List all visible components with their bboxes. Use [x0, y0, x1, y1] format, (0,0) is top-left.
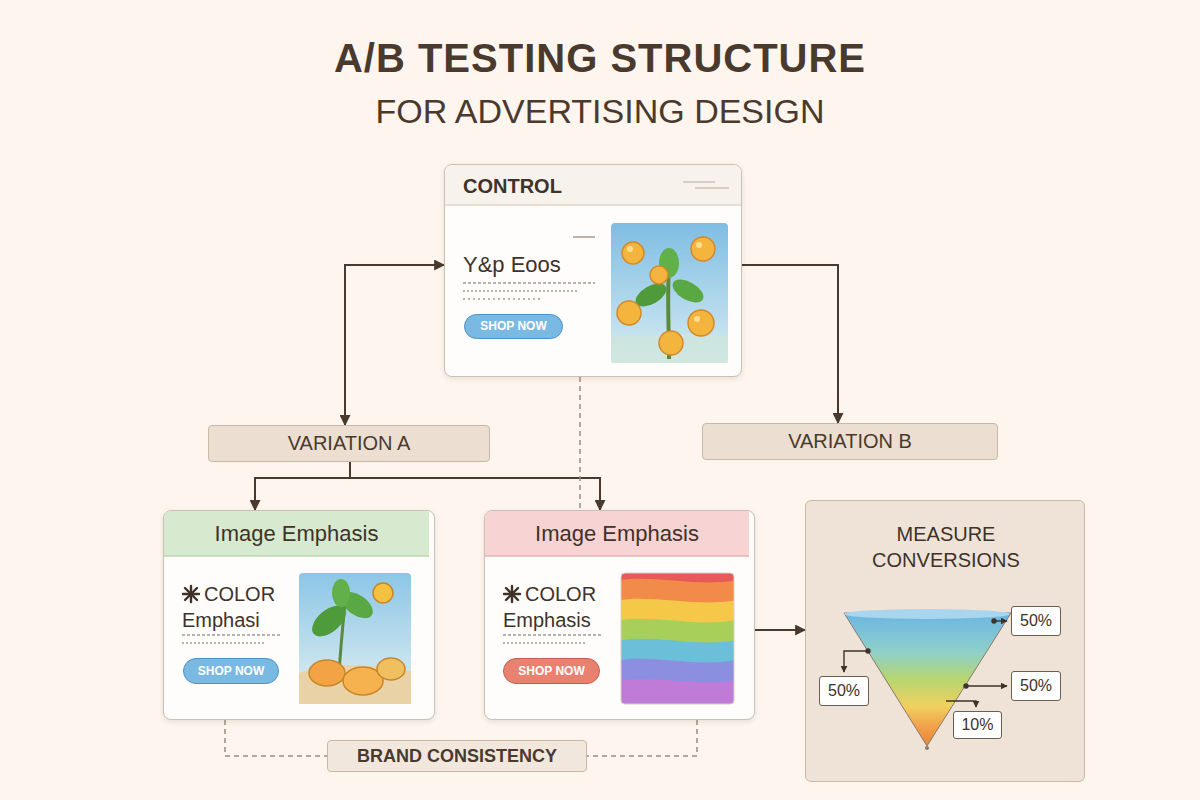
funnel-shape	[844, 609, 1011, 750]
box-heading: 50%	[1020, 611, 1052, 631]
box-heading: VARIATION B	[788, 429, 912, 454]
brand-consistency-box: BRAND CONSISTENCY	[327, 740, 587, 772]
box-body-text: COLOR Emphasis	[503, 581, 615, 633]
box-heading: Image Emphasis	[485, 520, 749, 548]
box-heading: VARIATION A	[288, 431, 411, 456]
title: A/B TESTING STRUCTURE	[0, 36, 1200, 81]
percent-box: 10%	[953, 711, 1002, 739]
subtitle: FOR ADVERTISING DESIGN	[0, 92, 1200, 131]
box-heading: BRAND CONSISTENCY	[357, 745, 557, 768]
rainbow-picture	[616, 573, 741, 713]
variation-label: VARIATION A	[208, 425, 490, 462]
box-heading: SHOP NOW	[480, 319, 546, 334]
arrow-connector	[742, 265, 838, 423]
percent-box: 50%	[819, 676, 869, 706]
percent-box: 50%	[1011, 606, 1061, 636]
arrow-connector	[755, 629, 805, 631]
dashed-connector	[225, 720, 327, 756]
measure-panel: MEASURE CONVERSIONS 50% 50% 50% 10%	[805, 500, 1085, 782]
box-heading: Image Emphasis	[164, 520, 429, 548]
plant-picture	[611, 223, 728, 363]
header-band	[164, 511, 429, 556]
text-placeholder-lines	[182, 635, 282, 643]
cta-button: SHOP NOW	[183, 658, 279, 684]
control-card: CONTROL Y&p EoosSHOP NOW	[444, 164, 742, 377]
box-heading: SHOP NOW	[198, 664, 264, 679]
box-heading: 50%	[1020, 676, 1052, 696]
variation-card: Image EmphasisCOLOR EmphasisSHOP NOW	[484, 510, 755, 720]
header-band	[485, 511, 749, 556]
dashed-connector	[587, 720, 697, 756]
box-heading: 10%	[961, 715, 993, 735]
box-heading: MEASURE CONVERSIONS	[846, 521, 1046, 573]
variation-card: Image EmphasisCOLOR EmphasiSHOP NOW	[163, 510, 435, 720]
arrow-connector	[345, 265, 444, 425]
header-band	[445, 165, 742, 205]
box-heading: CONTROL	[463, 174, 562, 199]
sparkle-icon	[183, 586, 199, 602]
percent-box: 50%	[1011, 671, 1061, 701]
box-body-text: Y&p Eoos	[463, 251, 561, 279]
sparkle-icon	[504, 586, 520, 602]
potato-plant-picture	[299, 573, 411, 704]
cta-button: SHOP NOW	[464, 314, 563, 339]
text-placeholder-lines	[463, 237, 595, 299]
box-heading: 50%	[828, 681, 860, 701]
dashed-connector	[579, 377, 581, 510]
cta-button: SHOP NOW	[503, 658, 600, 684]
variation-label: VARIATION B	[702, 423, 998, 460]
text-placeholder-lines	[503, 635, 603, 643]
box-body-text: COLOR Emphasi	[182, 581, 286, 633]
box-heading: SHOP NOW	[518, 664, 584, 679]
arrow-connector	[350, 462, 600, 510]
arrow-connector	[255, 462, 350, 510]
